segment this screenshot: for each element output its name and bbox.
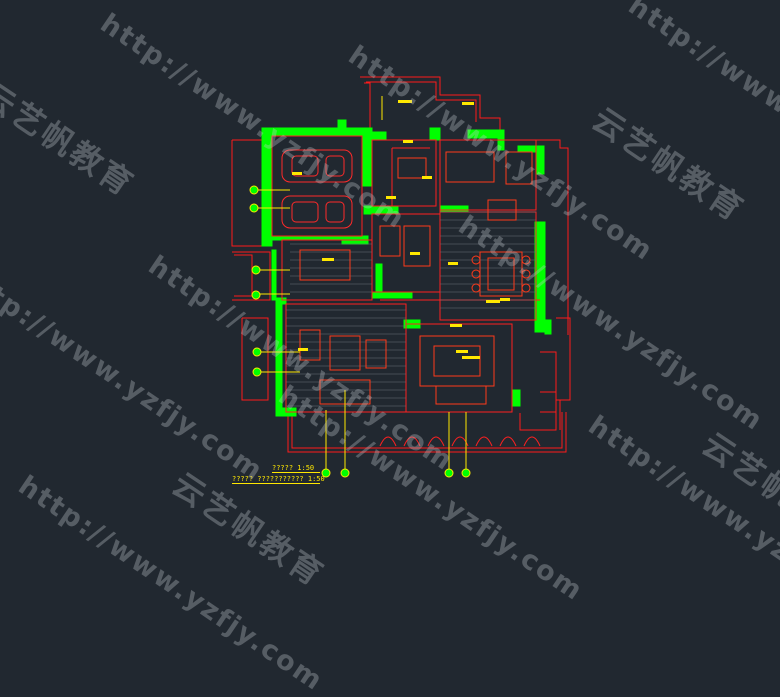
index-marker-dots (249, 185, 471, 478)
subtitle-underline (232, 483, 320, 484)
garage-cars (281, 149, 353, 229)
yellow-annotations (292, 100, 510, 359)
site-boundary (231, 76, 571, 453)
title-underline (272, 472, 320, 473)
floor-hatch (286, 211, 536, 407)
furniture (299, 151, 533, 405)
index-markers (255, 96, 467, 472)
floor-plan-canvas[interactable] (0, 0, 780, 529)
garden-planters (379, 436, 541, 447)
drawing-title: ????? 1:50 (272, 464, 315, 472)
interior-lines (271, 135, 540, 413)
drawing-subtitle: ????? ??????????? 1:50 (232, 475, 325, 483)
